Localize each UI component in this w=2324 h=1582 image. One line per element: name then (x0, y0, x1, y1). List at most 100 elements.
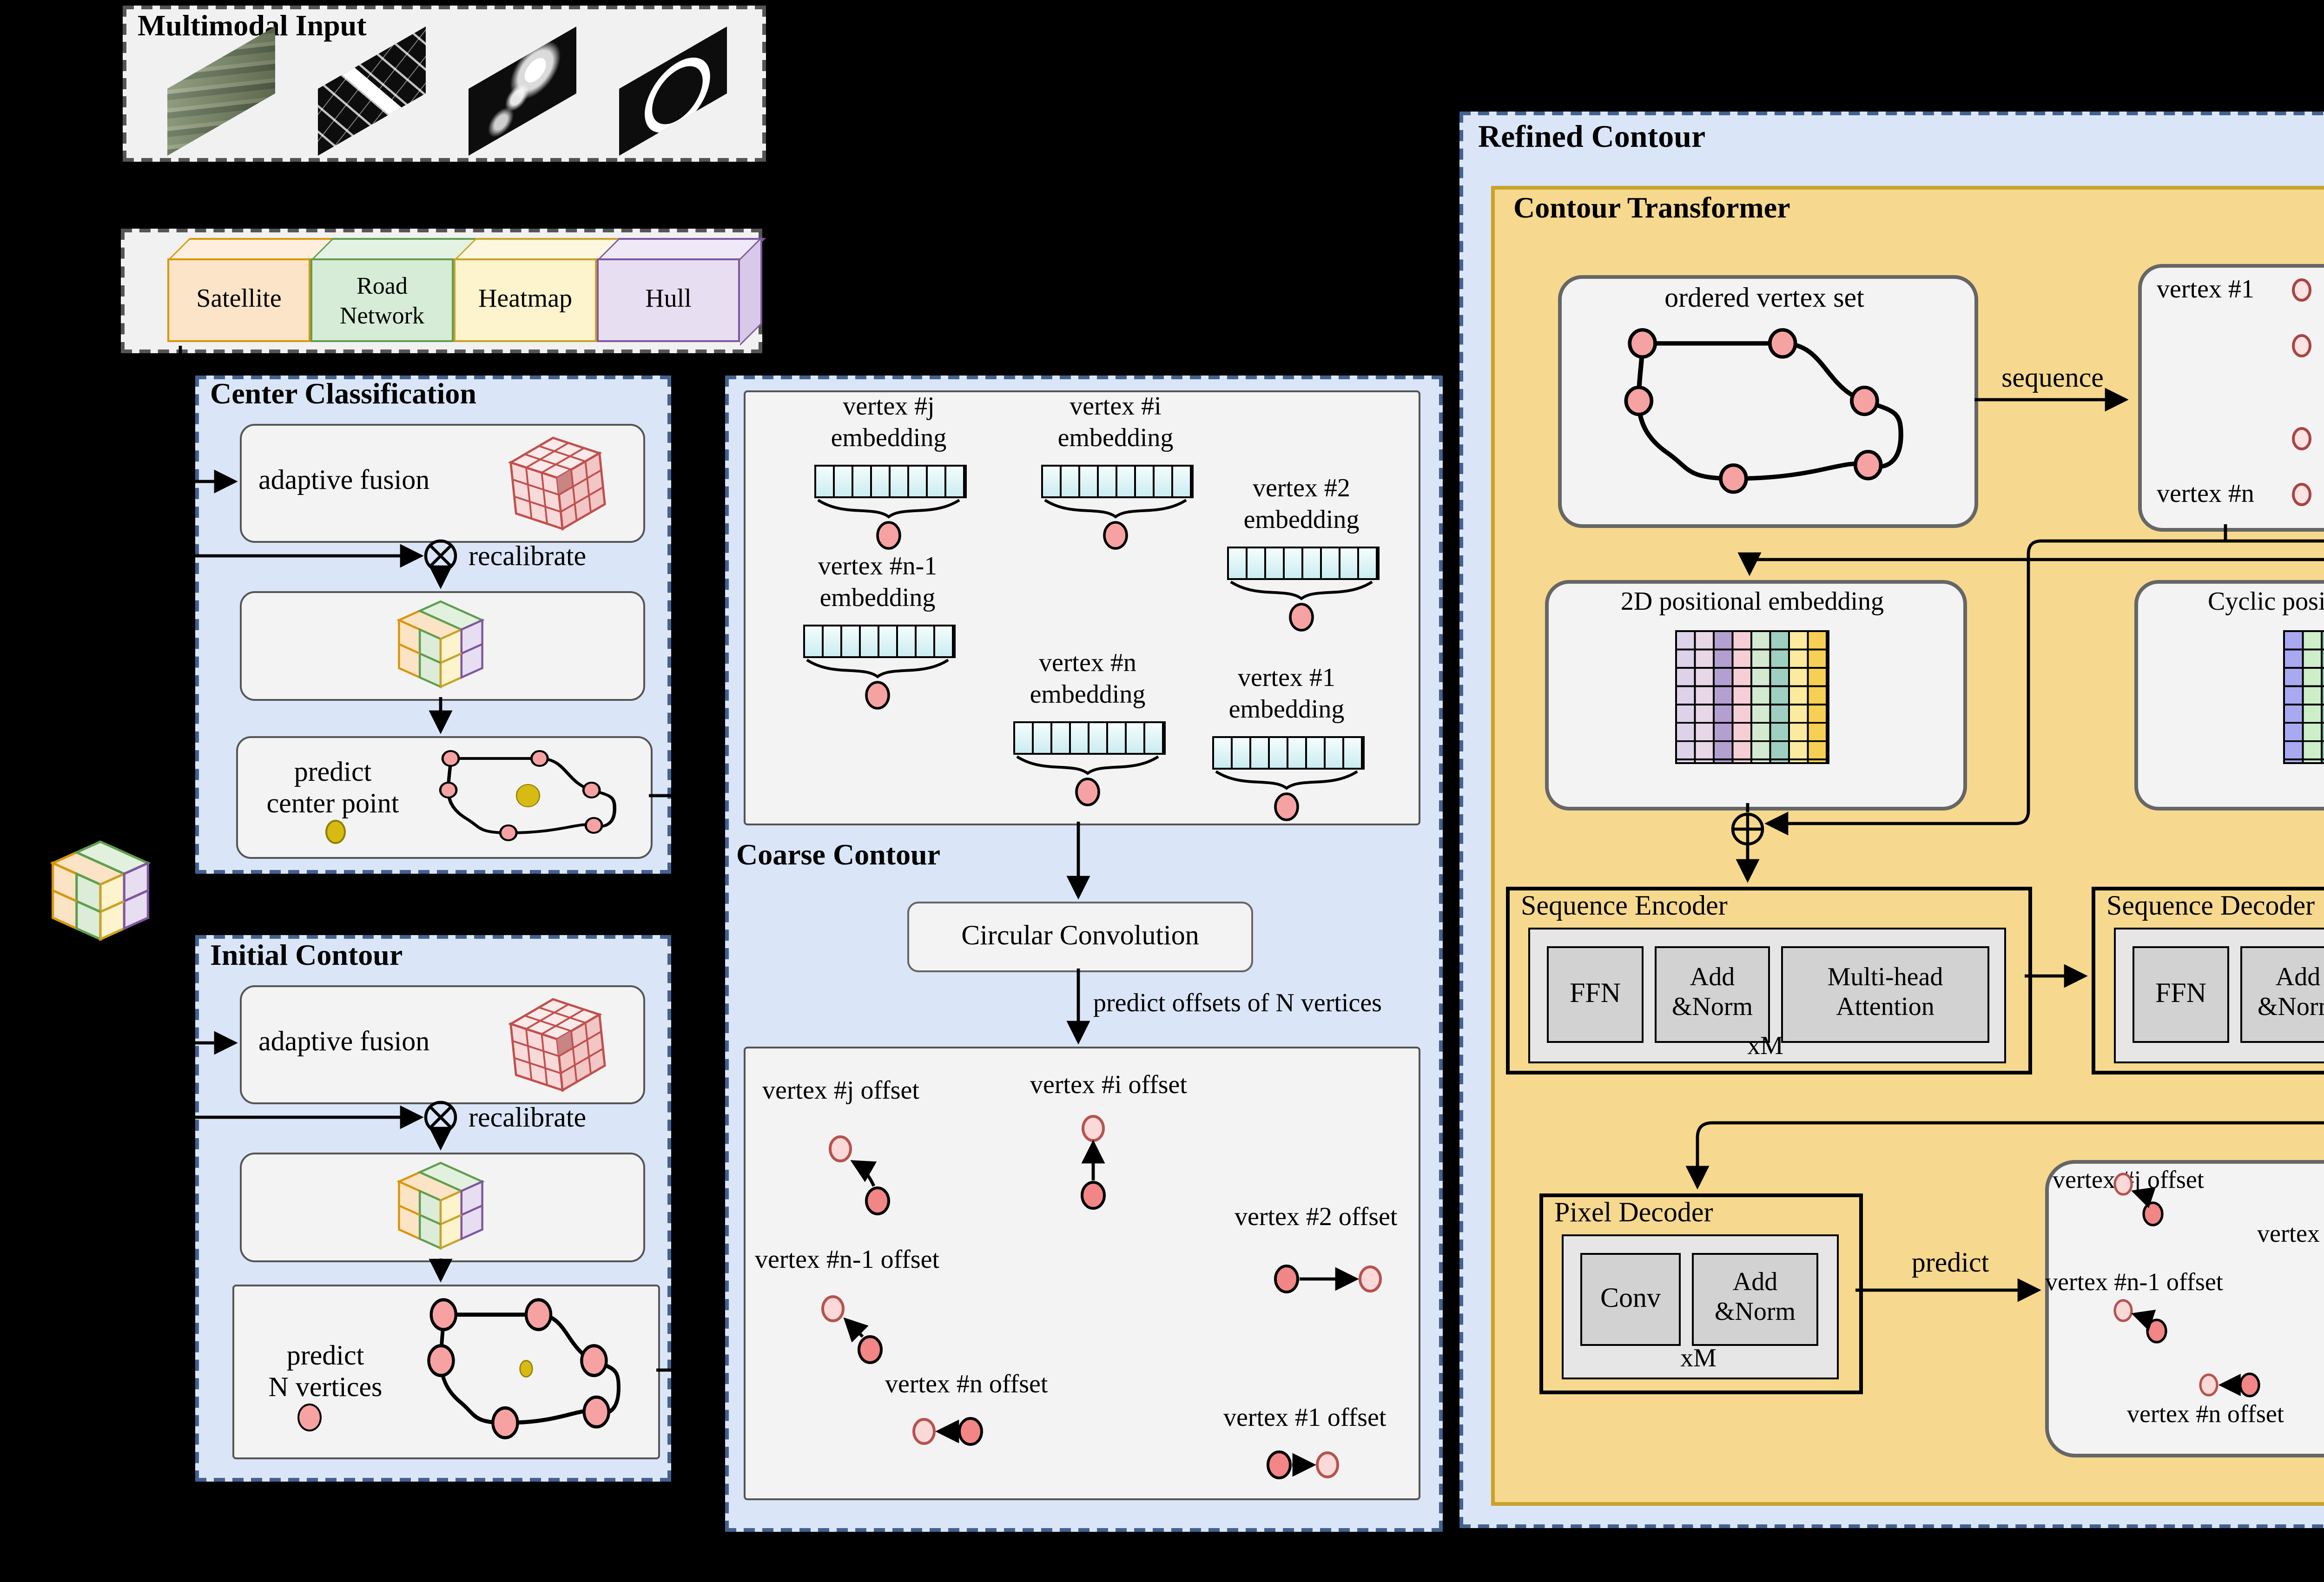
cc-adaptive-fusion-label: adaptive fusion (258, 467, 430, 496)
refined-offset-dots (2113, 1173, 2260, 1397)
emb-i-brace (1044, 499, 1187, 519)
arrow-into-cyclic (2028, 558, 2324, 561)
ic-multiply-icon (424, 1101, 457, 1134)
emb-1-label1: vertex #1 (1238, 666, 1335, 693)
dec-ffn-box: FFN (2133, 946, 2229, 1043)
fused-feature-cube-icon (50, 840, 151, 941)
emb-2-strip (1227, 547, 1380, 580)
center-classification-title: Center Classification (210, 379, 476, 411)
cyclic-label: Cyclic positional embedding (2208, 589, 2324, 617)
emb-2-brace (1230, 580, 1373, 600)
enc-ffn-box: FFN (1547, 946, 1644, 1043)
emb-1-brace (1215, 770, 1358, 790)
pos2d-grid (1675, 630, 1829, 764)
refined-contour-title: Refined Contour (1478, 119, 1706, 154)
plus-icon (1731, 812, 1764, 846)
wire-vseq-to-plus (1764, 539, 2324, 836)
vertex-sequence-box (2138, 264, 2324, 532)
modality-road-network: Road Network (310, 258, 454, 342)
emb-i-strip (1041, 465, 1194, 498)
contour-transformer-title: Contour Transformer (1513, 193, 1790, 225)
cc-multiply-icon (424, 539, 457, 573)
vertex-1-label: vertex #1 (2157, 277, 2254, 305)
cc-multimodal-cube-icon (396, 600, 485, 689)
emb-1-label2: embedding (1228, 697, 1345, 725)
predict-offsets-label: predict offsets of N vertices (1093, 991, 1382, 1019)
ic-contour-graphic (427, 1298, 621, 1439)
initial-contour-title: Initial Contour (210, 941, 403, 972)
cyclic-grid (2283, 630, 2324, 764)
sequence-decoder-title: Sequence Decoder (2106, 892, 2315, 922)
emb-i-label2: embedding (1057, 426, 1174, 454)
pos2d-label: 2D positional embedding (1620, 589, 1884, 617)
coarse-offset-n-label: vertex #n offset (885, 1372, 1048, 1400)
refined-offsets-box (2045, 1160, 2324, 1457)
ordered-vertex-set-label: ordered vertex set (1664, 284, 1864, 314)
coarse-offset-j-label: vertex #j offset (762, 1078, 919, 1106)
emb-n1-brace (806, 659, 949, 679)
modality-stack-box: Satellite Road Network Heatmap Hull (121, 229, 766, 353)
emb-1-strip (1212, 736, 1365, 770)
cc-outlier-center-dot (325, 820, 346, 844)
vseq-dots (2292, 278, 2311, 506)
sequence-decoder-box (2092, 887, 2324, 1074)
ic-feature-cube-icon (508, 998, 606, 1092)
emb-n1-strip (803, 625, 956, 658)
multimodal-input-box: Multimodal Input (123, 6, 766, 162)
emb-n1-label2: embedding (819, 586, 936, 613)
vertex-n-label: vertex #n (2157, 481, 2254, 509)
modality-hull: Hull (597, 258, 740, 342)
emb-n-brace (1016, 755, 1159, 775)
arrow-into-pos2d (1737, 552, 2028, 576)
coarse-offset-1-label: vertex #1 offset (1223, 1405, 1386, 1433)
pixel-decoder-box (1539, 1193, 1863, 1394)
emb-j-strip (814, 465, 967, 498)
pd-addnorm-box: Add&Norm (1692, 1253, 1818, 1346)
modality-heatmap-label: Heatmap (478, 285, 573, 313)
coarse-offset-2-label: vertex #2 offset (1235, 1205, 1398, 1233)
ic-outlier-vertex-dot (297, 1404, 322, 1431)
emb-j-label2: embedding (831, 426, 947, 454)
wire-decoder-to-pixel (1685, 1121, 2324, 1190)
emb-j-brace (817, 499, 960, 519)
modality-heatmap: Heatmap (454, 258, 597, 342)
circular-convolution-box: Circular Convolution (907, 902, 1253, 972)
ovs-contour-graphic (1624, 328, 1903, 494)
ic-recalibrate-label: recalibrate (469, 1104, 587, 1134)
emb-i-label1: vertex #i (1070, 394, 1162, 422)
emb-n-label2: embedding (1030, 682, 1146, 710)
coarse-embedding-dots (865, 521, 1314, 821)
modality-satellite-label: Satellite (196, 285, 282, 313)
pixel-decoder-title: Pixel Decoder (1554, 1199, 1713, 1229)
emb-n-label1: vertex #n (1039, 651, 1136, 679)
cc-feature-cube-icon (508, 436, 606, 531)
cc-contour-graphic (439, 750, 617, 841)
sequence-encoder-box (1506, 887, 2032, 1074)
modality-road-label-2: Network (340, 300, 424, 328)
pd-predict-label: predict (1911, 1249, 1989, 1279)
emb-n1-label1: vertex #n-1 (818, 554, 938, 582)
coarse-offset-dots (821, 1115, 1382, 1479)
pd-xm-label: xM (1680, 1346, 1717, 1374)
coarse-offsets-box (744, 1047, 1420, 1500)
cc-recalibrate-label: recalibrate (469, 543, 587, 573)
sequence-encoder-title: Sequence Encoder (1521, 892, 1728, 922)
coarse-offset-i-label: vertex #i offset (1030, 1073, 1187, 1101)
ic-multimodal-cube-icon (396, 1161, 485, 1250)
emb-2-label2: embedding (1243, 508, 1360, 535)
dec-addnorm-box: Add&Norm (2240, 946, 2324, 1043)
modality-hull-label: Hull (645, 285, 692, 313)
emb-n-strip (1013, 721, 1166, 755)
refined-offset-i-label: vertex #i offset (2257, 1219, 2324, 1247)
coarse-offset-n1-label: vertex #n-1 offset (755, 1247, 940, 1275)
coarse-contour-title: Coarse Contour (736, 840, 941, 872)
enc-xm-label: xM (1747, 1034, 1783, 1061)
modality-road-label-1: Road (357, 270, 408, 298)
sequence-label: sequence (2001, 364, 2104, 394)
enc-addnorm-box: Add&Norm (1655, 946, 1770, 1043)
